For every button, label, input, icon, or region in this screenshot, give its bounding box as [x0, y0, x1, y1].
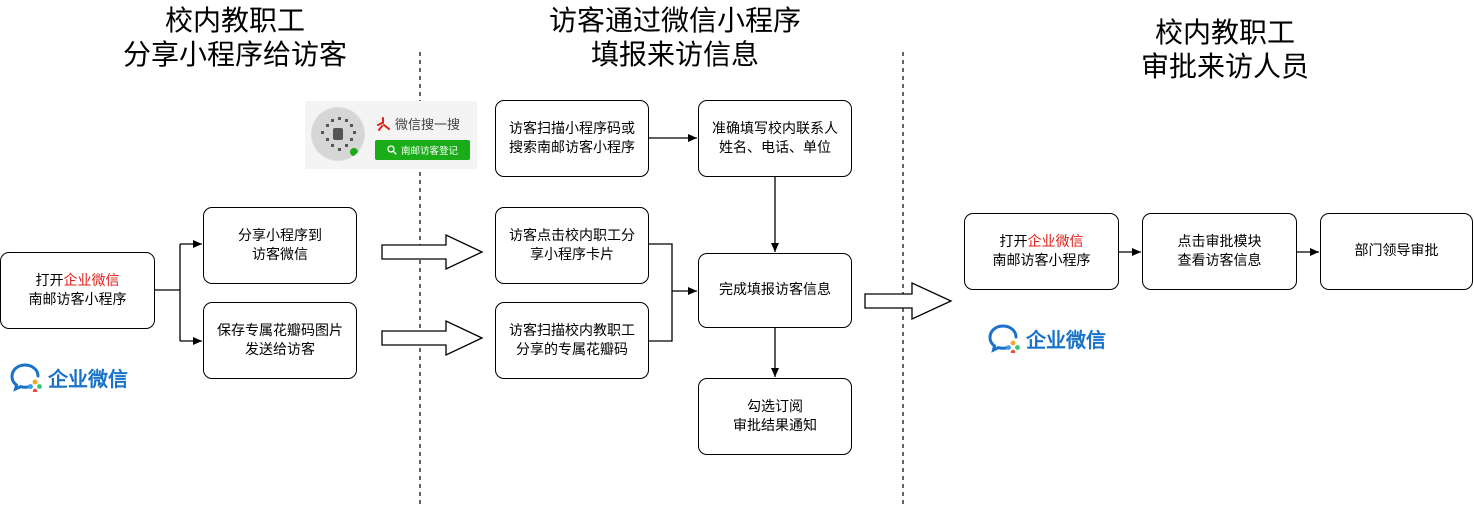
box-approval-module: 点击审批模块 查看访客信息	[1142, 213, 1297, 290]
qr-search-card[interactable]: 微信搜一搜 南邮访客登记	[305, 101, 477, 169]
box-subscribe-line1: 勾选订阅	[747, 398, 803, 415]
qr-code-icon	[312, 108, 364, 160]
mini-program-qr-code	[311, 107, 365, 161]
box-save-qr-line2: 发送给访客	[245, 341, 315, 358]
box-click-card-line1: 访客点击校内职工分	[509, 227, 635, 244]
wecom-logo-text: 企业微信	[1026, 327, 1106, 352]
connector-card-merge	[649, 243, 673, 342]
box-scan-petal-line1: 访客扫描校内教职工	[509, 322, 635, 339]
box-open-app-approve-prefix: 打开	[999, 233, 1028, 250]
box-open-app-approve-line1: 打开企业微信	[1000, 233, 1084, 252]
section-title-approve-line2: 审批来访人员	[1140, 50, 1309, 83]
box-open-app-approve-line2: 南邮访客小程序	[992, 252, 1091, 269]
wecom-logo-icon	[988, 324, 1020, 353]
box-scan-search-line1: 访客扫描小程序码或	[509, 120, 635, 137]
box-complete-info: 完成填报访客信息	[698, 253, 852, 328]
section-title-share-line2: 分享小程序给访客	[122, 38, 347, 71]
section-title-visitor-line2: 填报来访信息	[590, 38, 759, 71]
qr-search-title: 微信搜一搜	[375, 114, 460, 133]
box-scan-search-line2: 搜索南邮访客小程序	[509, 139, 635, 156]
box-dept-approve: 部门领导审批	[1320, 213, 1473, 290]
box-dept-approve-line1: 部门领导审批	[1354, 243, 1439, 259]
wecom-logo-right: 企业微信	[988, 323, 1106, 353]
section-title-approve: 校内教职工 审批来访人员	[1070, 16, 1380, 84]
box-open-app-share: 打开企业微信 南邮访客小程序	[0, 252, 155, 329]
box-save-qr-line1: 保存专属花瓣码图片	[217, 322, 343, 339]
box-approval-module-line1: 点击审批模块	[1177, 233, 1262, 250]
box-open-app-share-prefix: 打开	[35, 272, 64, 289]
box-scan-petal: 访客扫描校内教职工 分享的专属花瓣码	[495, 302, 649, 379]
box-open-app-approve: 打开企业微信 南邮访客小程序	[964, 213, 1119, 290]
section-title-share-line1: 校内教职工	[164, 4, 305, 37]
wecom-logo-text: 企业微信	[48, 366, 128, 391]
box-scan-search: 访客扫描小程序码或 搜索南邮访客小程序	[495, 100, 649, 177]
section-title-approve-line1: 校内教职工	[1154, 16, 1295, 49]
section-title-visitor: 访客通过微信小程序 填报来访信息	[515, 4, 835, 72]
box-subscribe: 勾选订阅 审批结果通知	[698, 378, 852, 455]
section-title-visitor-line1: 访客通过微信小程序	[548, 4, 801, 37]
box-save-qr: 保存专属花瓣码图片 发送给访客	[203, 302, 357, 379]
box-subscribe-line2: 审批结果通知	[733, 417, 817, 434]
box-share-line1: 分享小程序到	[238, 227, 322, 244]
box-click-card: 访客点击校内职工分 享小程序卡片	[495, 207, 649, 284]
wecom-logo-icon	[10, 363, 42, 392]
box-complete-info-line1: 完成填报访客信息	[719, 282, 831, 298]
box-approval-module-line2: 查看访客信息	[1177, 252, 1262, 269]
box-share-line2: 访客微信	[252, 246, 308, 263]
block-arrow-2	[381, 319, 484, 357]
block-arrow-3	[864, 281, 953, 321]
wecom-logo-left: 企业微信	[10, 362, 128, 392]
box-share-to-wechat: 分享小程序到 访客微信	[203, 207, 357, 284]
box-click-card-line2: 享小程序卡片	[530, 246, 614, 263]
box-fill-contact-line2: 姓名、电话、单位	[719, 139, 831, 156]
qr-search-title-text: 微信搜一搜	[395, 118, 461, 133]
box-open-app-share-highlight: 企业微信	[63, 272, 120, 289]
search-icon	[387, 145, 397, 155]
wechat-search-logo-icon	[377, 116, 390, 131]
box-fill-contact-line1: 准确填写校内联系人	[712, 120, 838, 137]
box-scan-petal-line2: 分享的专属花瓣码	[516, 341, 628, 358]
section-title-share: 校内教职工 分享小程序给访客	[80, 4, 390, 72]
box-open-app-share-line2: 南邮访客小程序	[28, 291, 127, 308]
block-arrow-1	[381, 233, 484, 271]
qr-search-button-text: 南邮访客登记	[400, 146, 458, 157]
box-open-app-share-line1: 打开企业微信	[36, 272, 120, 291]
qr-search-button[interactable]: 南邮访客登记	[375, 140, 470, 160]
box-fill-contact: 准确填写校内联系人 姓名、电话、单位	[698, 100, 852, 177]
box-open-app-approve-highlight: 企业微信	[1027, 233, 1084, 250]
